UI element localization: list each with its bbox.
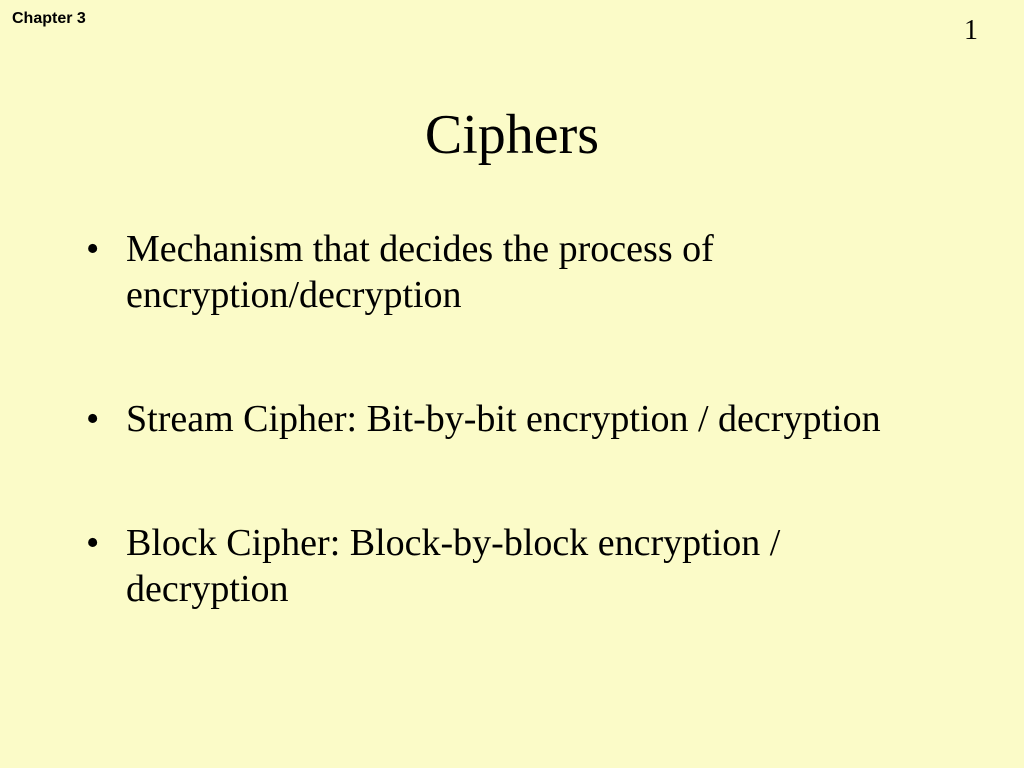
bullet-item: • Mechanism that decides the process of … [86,226,946,318]
bullet-icon: • [86,228,100,270]
bullet-text: Block Cipher: Block-by-block encryption … [126,522,781,610]
bullet-list: • Mechanism that decides the process of … [86,226,946,690]
bullet-icon: • [86,522,100,564]
bullet-text: Mechanism that decides the process of en… [126,228,714,316]
bullet-item: • Stream Cipher: Bit-by-bit encryption /… [86,396,946,442]
bullet-text: Stream Cipher: Bit-by-bit encryption / d… [126,398,881,440]
bullet-icon: • [86,398,100,440]
slide-number: 1 [964,15,978,46]
bullet-item: • Block Cipher: Block-by-block encryptio… [86,520,946,612]
slide-title: Ciphers [424,104,600,166]
chapter-label: Chapter 3 [12,10,86,27]
